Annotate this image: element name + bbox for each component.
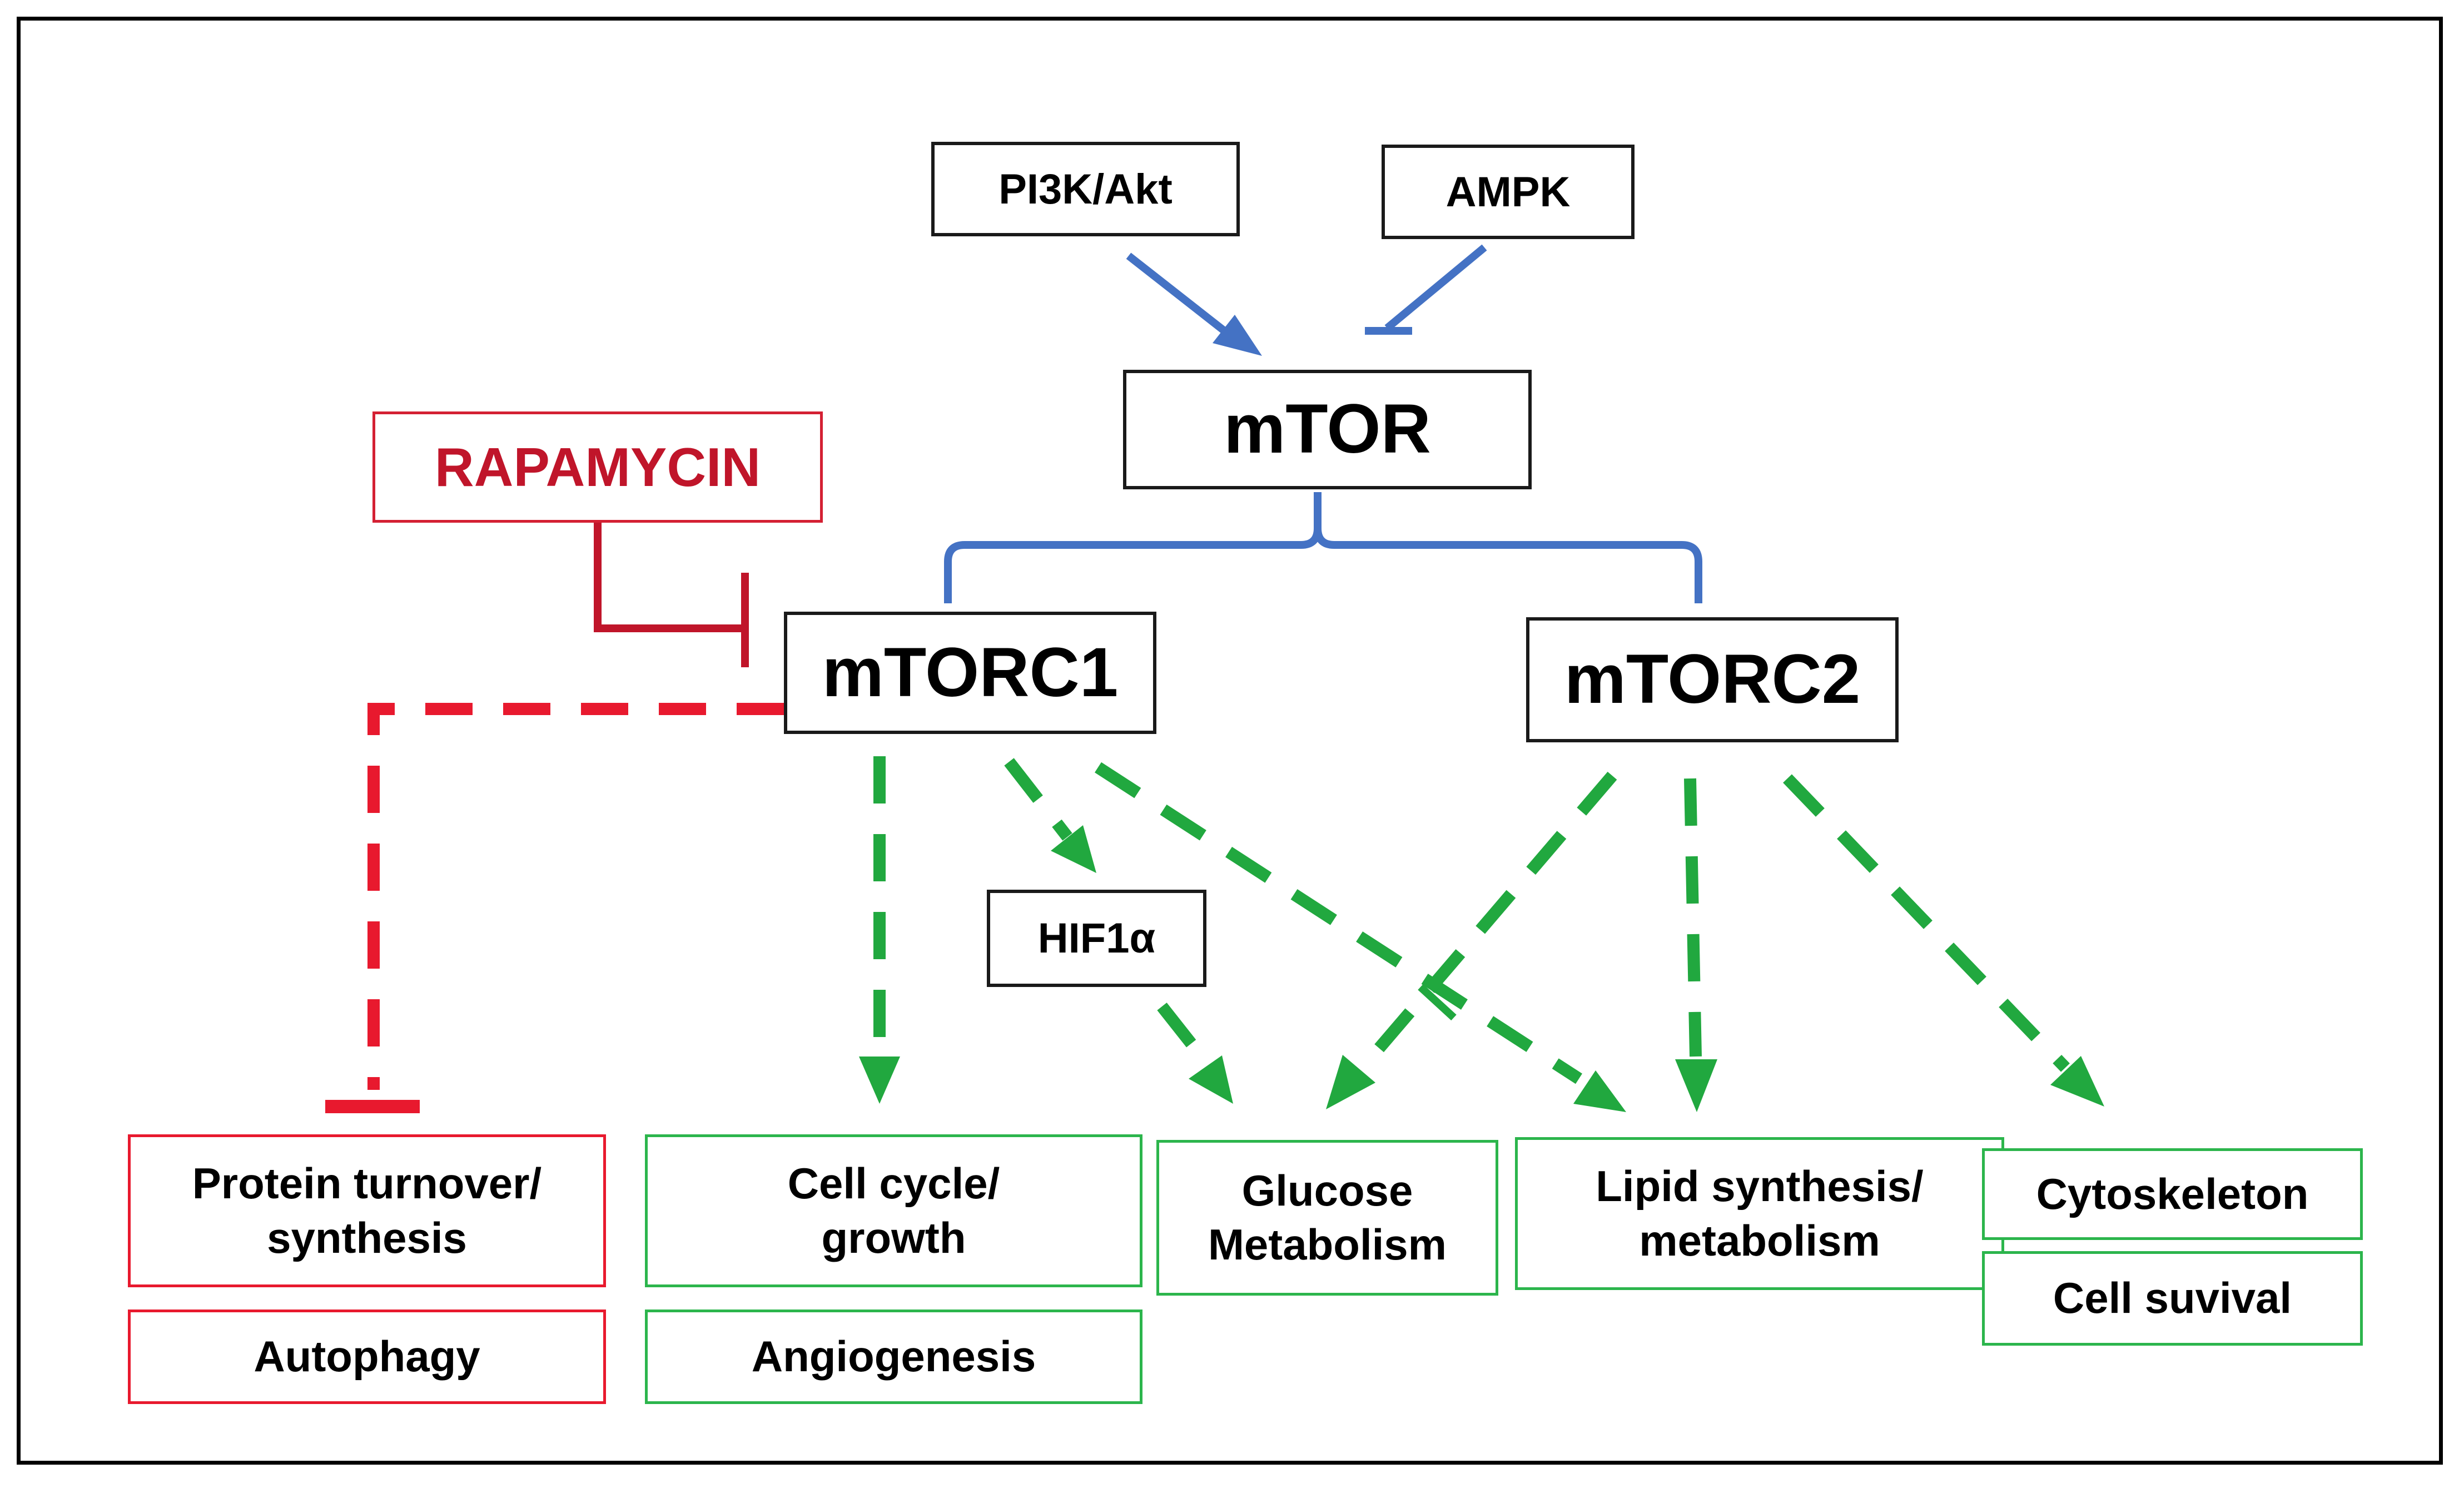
rapamycin-inhibition-line [594,523,742,632]
mtorc1-to-lipid-line [1095,762,1582,1084]
mtorc1-to-protein-dashed-line [367,703,784,1090]
angiogenesis-box: Angiogenesis [645,1310,1142,1404]
ampk-to-mtor-inhibition-line [1384,244,1487,331]
rapamycin-box: RAPAMYCIN [372,411,823,523]
hif1a-box: HIF1α [987,890,1206,987]
mtorc1-box: mTORC1 [784,612,1156,734]
cell-survival-box: Cell suvival [1982,1251,2363,1346]
ampk-box: AMPK [1382,145,1635,239]
protein-turnover-box: Protein turnover/ synthesis [128,1134,606,1287]
mtor-bracket [944,492,1702,603]
mtor-box: mTOR [1123,370,1532,489]
autophagy-box: Autophagy [128,1310,606,1404]
lipid-synthesis-box: Lipid synthesis/ metabolism [1515,1137,2004,1290]
mtorc1-to-cellcycle-arrowhead [859,1057,900,1104]
hif1a-to-glucose-arrowhead [1189,1055,1233,1104]
mtorc2-to-cytoskeleton-line [1783,774,2070,1072]
pi3k-akt-box: PI3K/Akt [931,142,1240,236]
mtorc1-to-hif1a-line [1004,758,1072,841]
figure-frame [17,17,2443,1465]
pi3k-to-mtor-arrowhead [1213,315,1262,356]
mtorc2-to-glucose-line [1360,771,1617,1069]
mtorc2-box: mTORC2 [1526,617,1899,742]
glucose-metabolism-box: Glucose Metabolism [1156,1140,1498,1296]
mtorc2-to-lipid-line [1684,778,1702,1057]
cell-cycle-box: Cell cycle/ growth [645,1134,1142,1287]
mtorc2-to-glucose-arrowhead [1326,1055,1375,1109]
glucose-cross-bar [1418,984,1457,1021]
pi3k-to-mtor-arrow-line [1126,252,1234,340]
hif1a-to-glucose-line [1157,1003,1209,1063]
mtorc1-to-hif1a-arrowhead [1051,825,1096,873]
cytoskeleton-box: Cytoskeleton [1982,1148,2363,1240]
mtorc2-to-cytoskeleton-arrowhead [2050,1056,2104,1107]
mtorc1-to-lipid-arrowhead [1573,1070,1626,1112]
mtorc2-to-lipid-arrowhead [1675,1059,1717,1112]
